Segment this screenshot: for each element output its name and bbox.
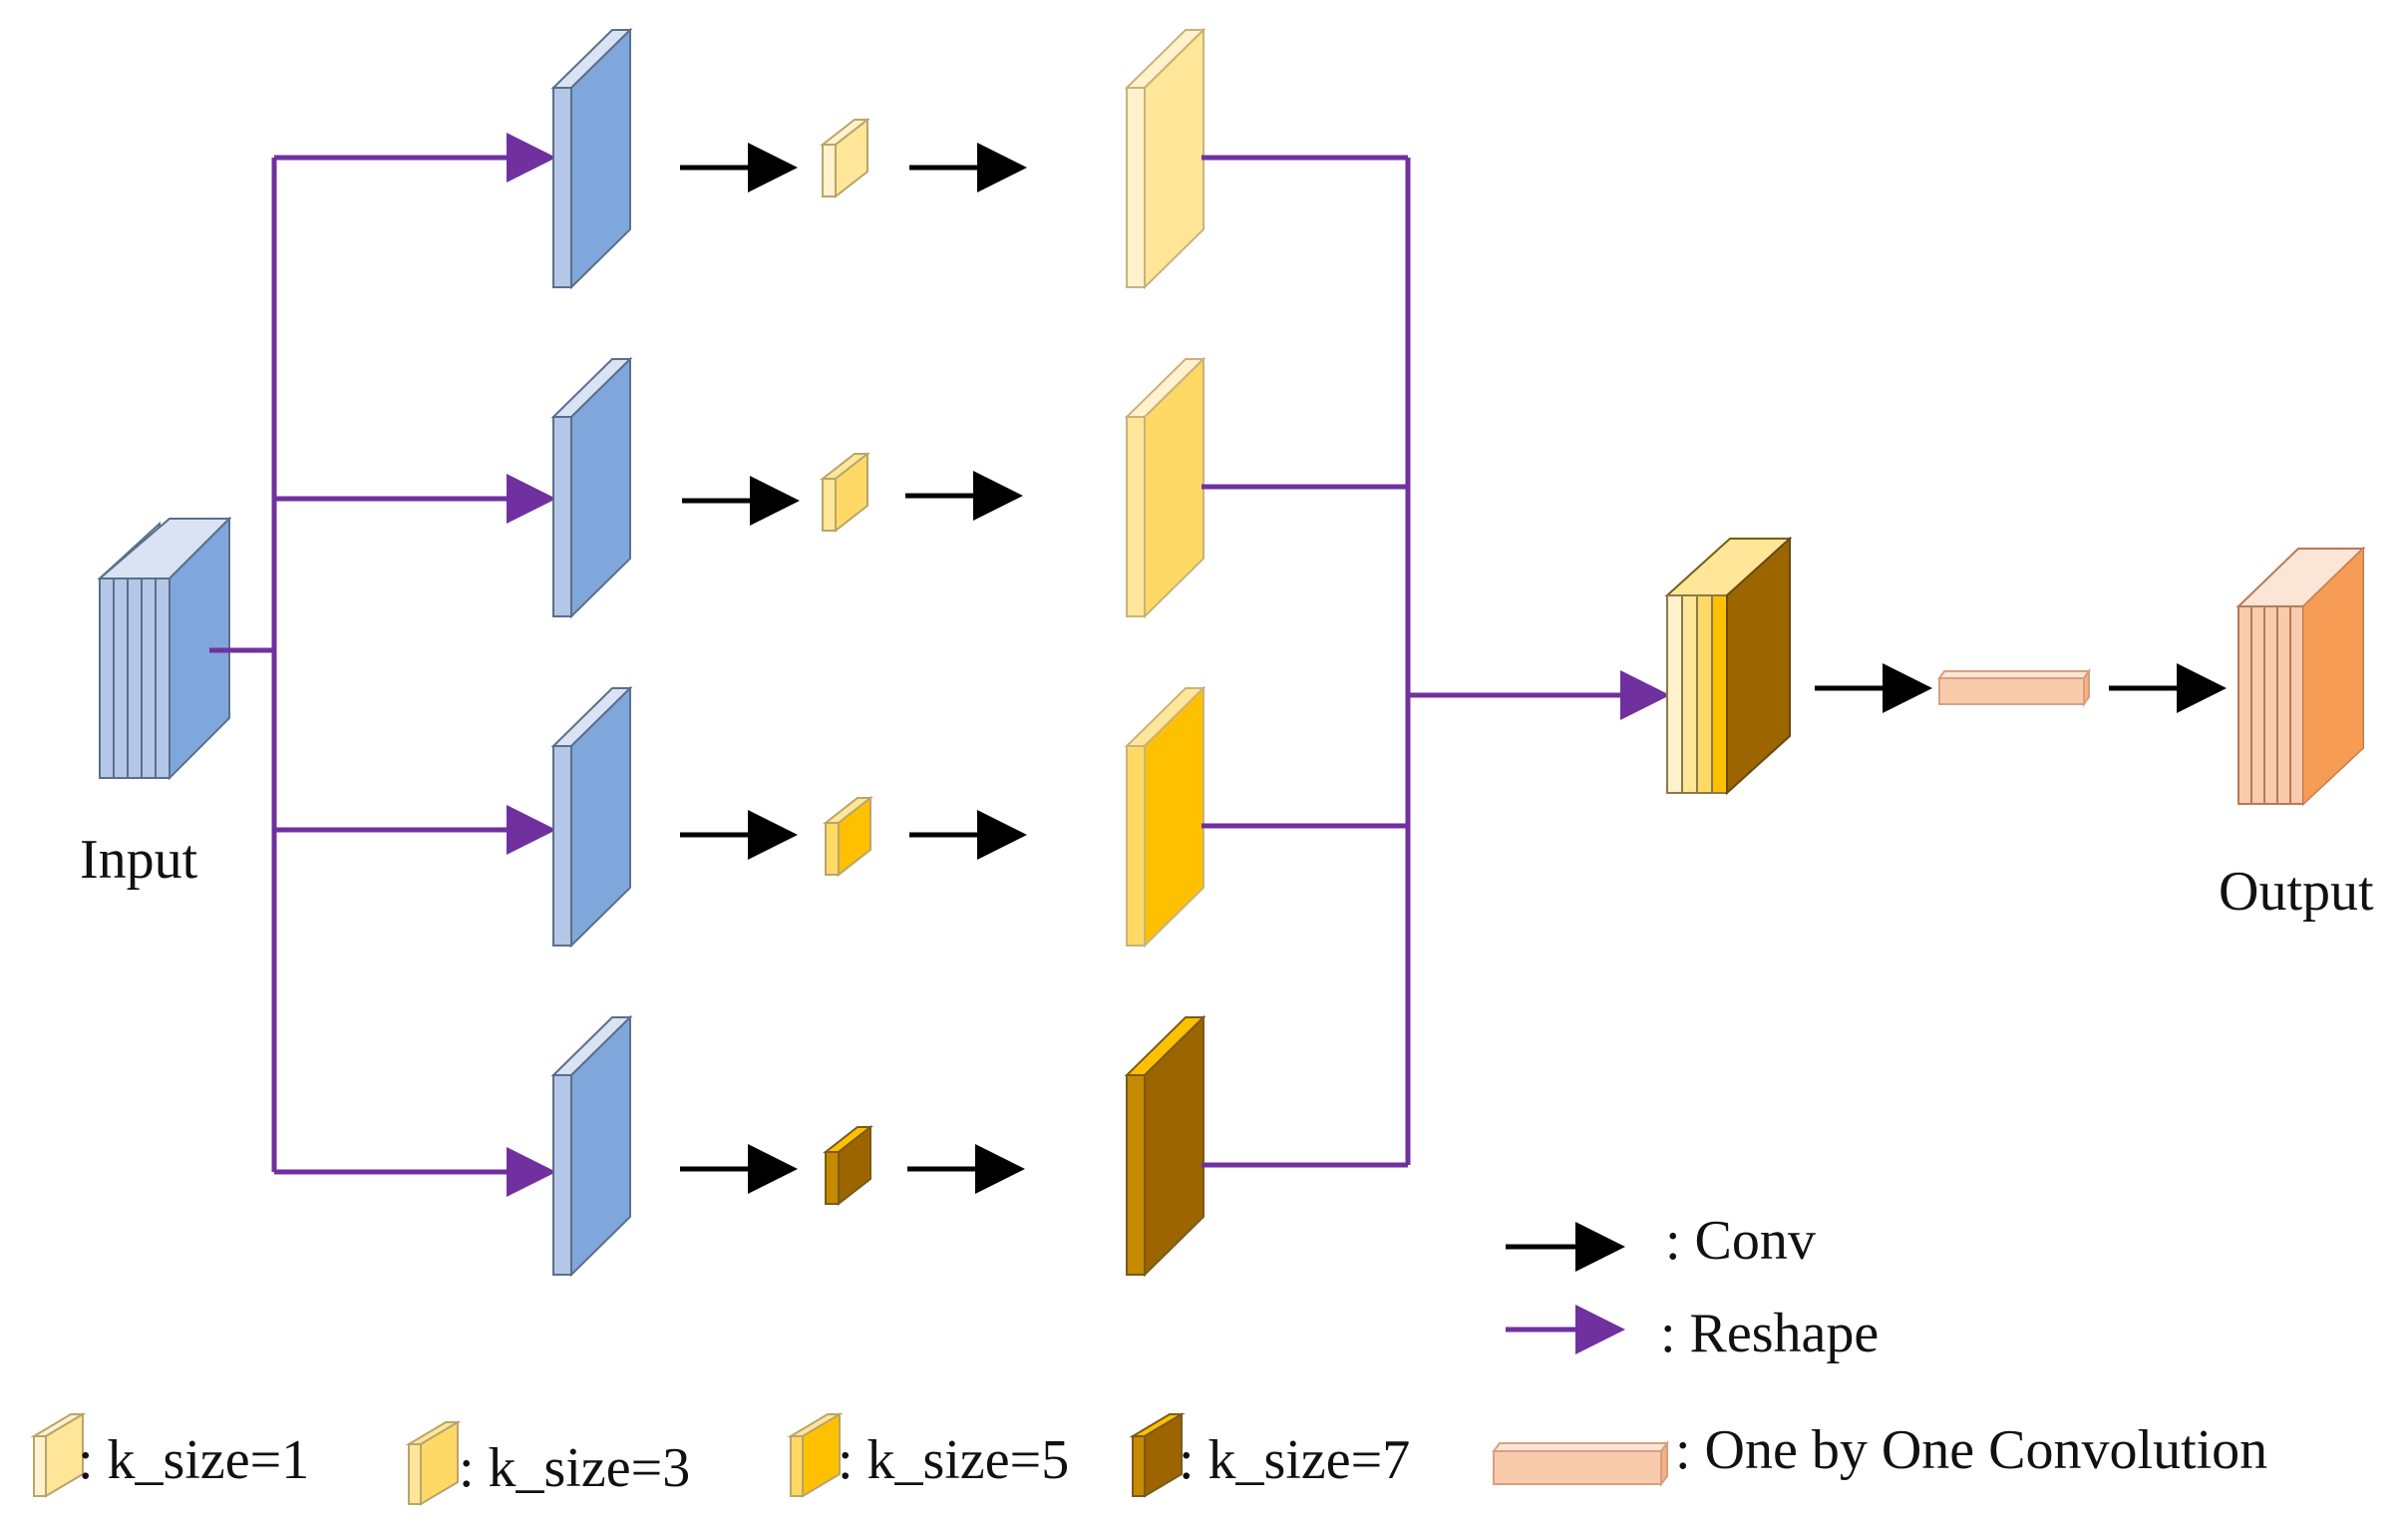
legend-one-by-one: : One by One Convolution <box>1492 1419 2267 1487</box>
kernel-k7-row4 <box>823 1124 873 1207</box>
legend-conv-label: : Conv <box>1665 1210 1816 1272</box>
legend-k5: : k_size=5 <box>787 1412 1069 1498</box>
yellow-feature-map-row4 <box>1124 1014 1206 1278</box>
kernel-k1-row1 <box>820 117 870 199</box>
legend-k7-label: : k_size=7 <box>1179 1429 1410 1491</box>
one-by-one-conv-block <box>1937 667 2091 708</box>
legend-one-by-one-label: : One by One Convolution <box>1675 1419 2267 1481</box>
yellow-feature-map-row2 <box>1124 356 1206 619</box>
blue-feature-map-row2 <box>550 356 633 619</box>
yellow-feature-map-row1 <box>1124 27 1206 290</box>
input-label: Input <box>80 829 198 891</box>
legend-conv: : Conv <box>1506 1210 1816 1272</box>
output-feature-stack <box>2236 546 2366 807</box>
legend-k3: : k_size=3 <box>405 1420 690 1506</box>
yellow-feature-map-row3 <box>1124 685 1206 949</box>
legend-k3-label: : k_size=3 <box>459 1437 690 1499</box>
concatenated-feature-stack <box>1664 536 1793 796</box>
legend-reshape: : Reshape <box>1506 1303 1879 1364</box>
blue-feature-map-row1 <box>550 27 633 290</box>
legend-k1-label: : k_size=1 <box>78 1429 309 1491</box>
input-feature-stack <box>97 516 232 781</box>
legend-reshape-label: : Reshape <box>1660 1303 1879 1364</box>
blue-feature-map-row4 <box>550 1014 633 1278</box>
conv-arrows <box>680 143 1027 1194</box>
legend-k7: : k_size=7 <box>1129 1412 1410 1498</box>
legend-k5-label: : k_size=5 <box>838 1429 1069 1491</box>
kernel-k5-row3 <box>823 795 873 878</box>
output-label: Output <box>2219 861 2374 923</box>
kernel-k3-row2 <box>820 451 870 534</box>
input-branch-lines <box>209 133 556 1197</box>
legend-k1: : k_size=1 <box>30 1412 309 1498</box>
blue-feature-map-row3 <box>550 685 633 949</box>
merge-lines <box>1202 155 1670 1168</box>
